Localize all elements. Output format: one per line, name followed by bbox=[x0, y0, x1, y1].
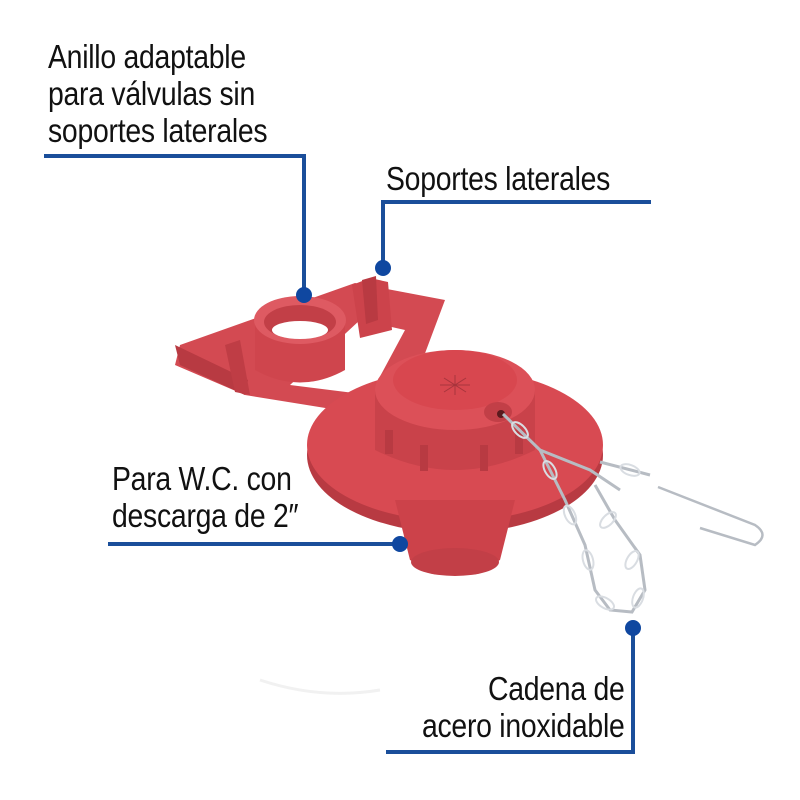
callout-chain-label: Cadena de acero inoxidable bbox=[422, 670, 625, 744]
dome-cap bbox=[375, 350, 535, 471]
callout-wc-line-2: descarga de 2″ bbox=[112, 497, 299, 534]
callout-side-supports-line-1: Soportes laterales bbox=[386, 160, 611, 197]
reflection bbox=[259, 678, 381, 695]
chain-links bbox=[511, 421, 645, 611]
side-supports bbox=[225, 276, 392, 395]
callout-wc-line-h bbox=[108, 542, 400, 546]
callout-chain-line-2: acero inoxidable bbox=[422, 707, 625, 744]
callout-side-supports-line-v bbox=[381, 200, 385, 266]
adapter-ring bbox=[254, 296, 346, 383]
callout-chain-line-v bbox=[631, 628, 635, 754]
callout-side-supports-label: Soportes laterales bbox=[386, 160, 610, 197]
callout-wc-line-1: Para W.C. con bbox=[112, 460, 292, 497]
star-mark bbox=[440, 375, 470, 395]
callout-ring-dot bbox=[296, 287, 312, 303]
callout-chain-line-h bbox=[386, 750, 635, 754]
hook bbox=[657, 485, 764, 547]
callout-side-supports-dot bbox=[375, 260, 391, 276]
callout-wc-label: Para W.C. con descarga de 2″ bbox=[112, 460, 299, 534]
callout-ring-line-2: para válvulas sin bbox=[48, 75, 256, 112]
callout-ring-line-v bbox=[302, 154, 306, 294]
callout-wc-dot bbox=[392, 536, 408, 552]
callout-ring-label: Anillo adaptable para válvulas sin sopor… bbox=[48, 38, 268, 149]
callout-ring-line-1: Anillo adaptable bbox=[48, 38, 246, 75]
callout-ring-line-h bbox=[44, 154, 306, 158]
base-cone bbox=[395, 500, 515, 576]
callout-chain-dot bbox=[625, 620, 641, 636]
callout-chain-line-1: Cadena de bbox=[488, 670, 625, 707]
callout-side-supports-line-h bbox=[381, 200, 651, 204]
callout-ring-line-3: soportes laterales bbox=[48, 112, 268, 149]
